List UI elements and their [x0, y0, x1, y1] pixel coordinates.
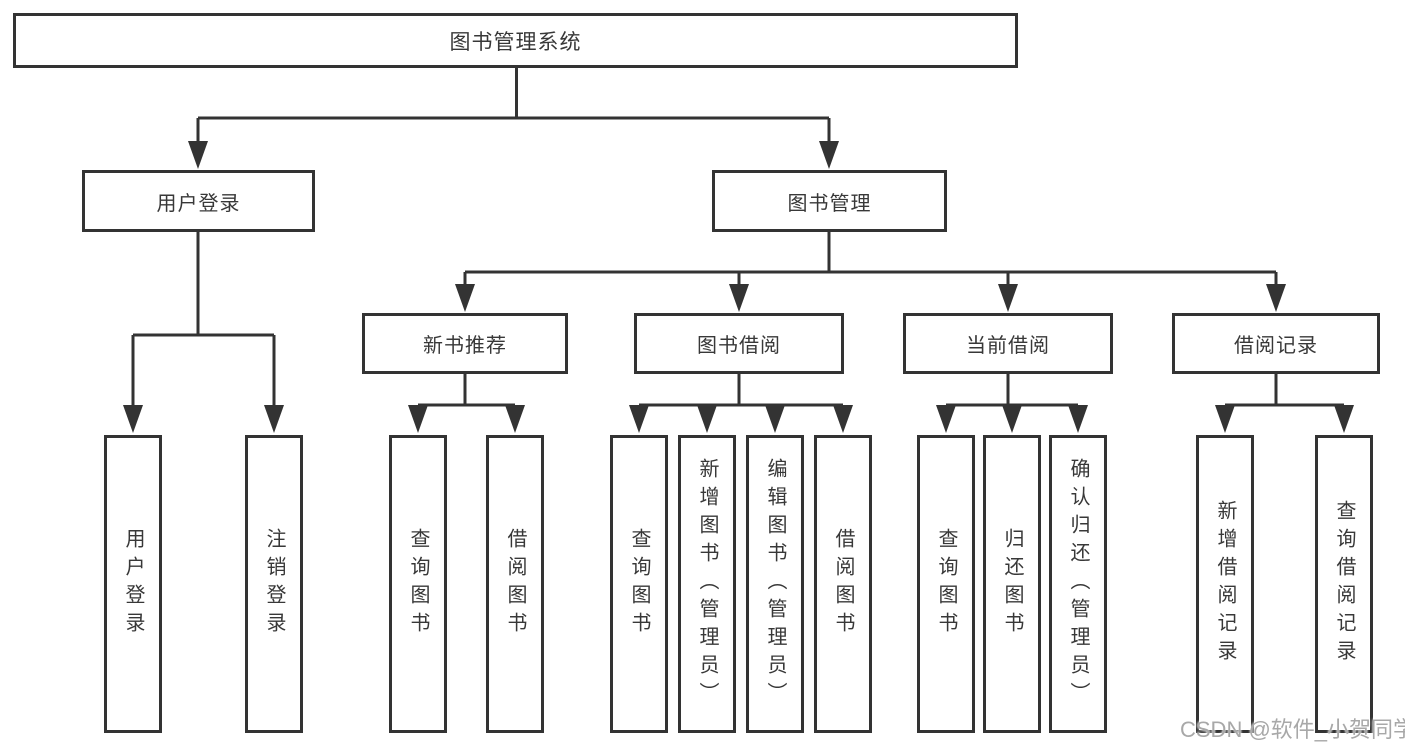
leaf-edit-book-admin: 编辑图书（管理员）: [746, 435, 804, 733]
node-user-login-label: 用户登录: [156, 192, 241, 215]
node-root: 图书管理系统: [13, 13, 1018, 68]
leaf-user-login: 用户登录: [104, 435, 162, 733]
leaf-confirm-return-admin-label: 确认归还（管理员）: [1067, 458, 1089, 710]
leaf-query-book-1: 查询图书: [389, 435, 447, 733]
node-new-book-recommend-label: 新书推荐: [423, 335, 507, 357]
leaf-add-borrow-record-label: 新增借阅记录: [1214, 500, 1236, 668]
leaf-return-book-label: 归还图书: [1001, 528, 1023, 640]
leaf-borrow-book-1-label: 借阅图书: [504, 528, 526, 640]
leaf-confirm-return-admin: 确认归还（管理员）: [1049, 435, 1107, 733]
leaf-query-borrow-record-label: 查询借阅记录: [1333, 500, 1355, 668]
leaf-borrow-book-1: 借阅图书: [486, 435, 544, 733]
leaf-add-book-admin-label: 新增图书（管理员）: [696, 458, 718, 710]
leaf-borrow-book-2: 借阅图书: [814, 435, 872, 733]
node-book-management: 图书管理: [712, 170, 947, 232]
leaf-query-book-3-label: 查询图书: [935, 528, 957, 640]
leaf-edit-book-admin-label: 编辑图书（管理员）: [764, 458, 786, 710]
leaf-query-book-3: 查询图书: [917, 435, 975, 733]
leaf-logout-label: 注销登录: [263, 528, 285, 640]
leaf-borrow-book-2-label: 借阅图书: [832, 528, 854, 640]
node-root-label: 图书管理系统: [449, 30, 582, 54]
leaf-user-login-label: 用户登录: [122, 528, 144, 640]
csdn-watermark: CSDN @软件_小贺同学: [1180, 717, 1405, 742]
node-new-book-recommend: 新书推荐: [362, 313, 568, 374]
node-current-borrow-label: 当前借阅: [966, 335, 1050, 357]
node-current-borrow: 当前借阅: [903, 313, 1113, 374]
leaf-logout: 注销登录: [245, 435, 303, 733]
leaf-add-borrow-record: 新增借阅记录: [1196, 435, 1254, 733]
leaf-query-borrow-record: 查询借阅记录: [1315, 435, 1373, 733]
node-book-borrow-label: 图书借阅: [697, 335, 781, 357]
leaf-query-book-1-label: 查询图书: [407, 528, 429, 640]
node-user-login: 用户登录: [82, 170, 315, 232]
leaf-query-book-2: 查询图书: [610, 435, 668, 733]
leaf-add-book-admin: 新增图书（管理员）: [678, 435, 736, 733]
node-book-borrow: 图书借阅: [634, 313, 844, 374]
leaf-query-book-2-label: 查询图书: [628, 528, 650, 640]
node-borrow-records: 借阅记录: [1172, 313, 1380, 374]
node-book-management-label: 图书管理: [787, 192, 872, 215]
node-borrow-records-label: 借阅记录: [1234, 335, 1318, 357]
leaf-return-book: 归还图书: [983, 435, 1041, 733]
